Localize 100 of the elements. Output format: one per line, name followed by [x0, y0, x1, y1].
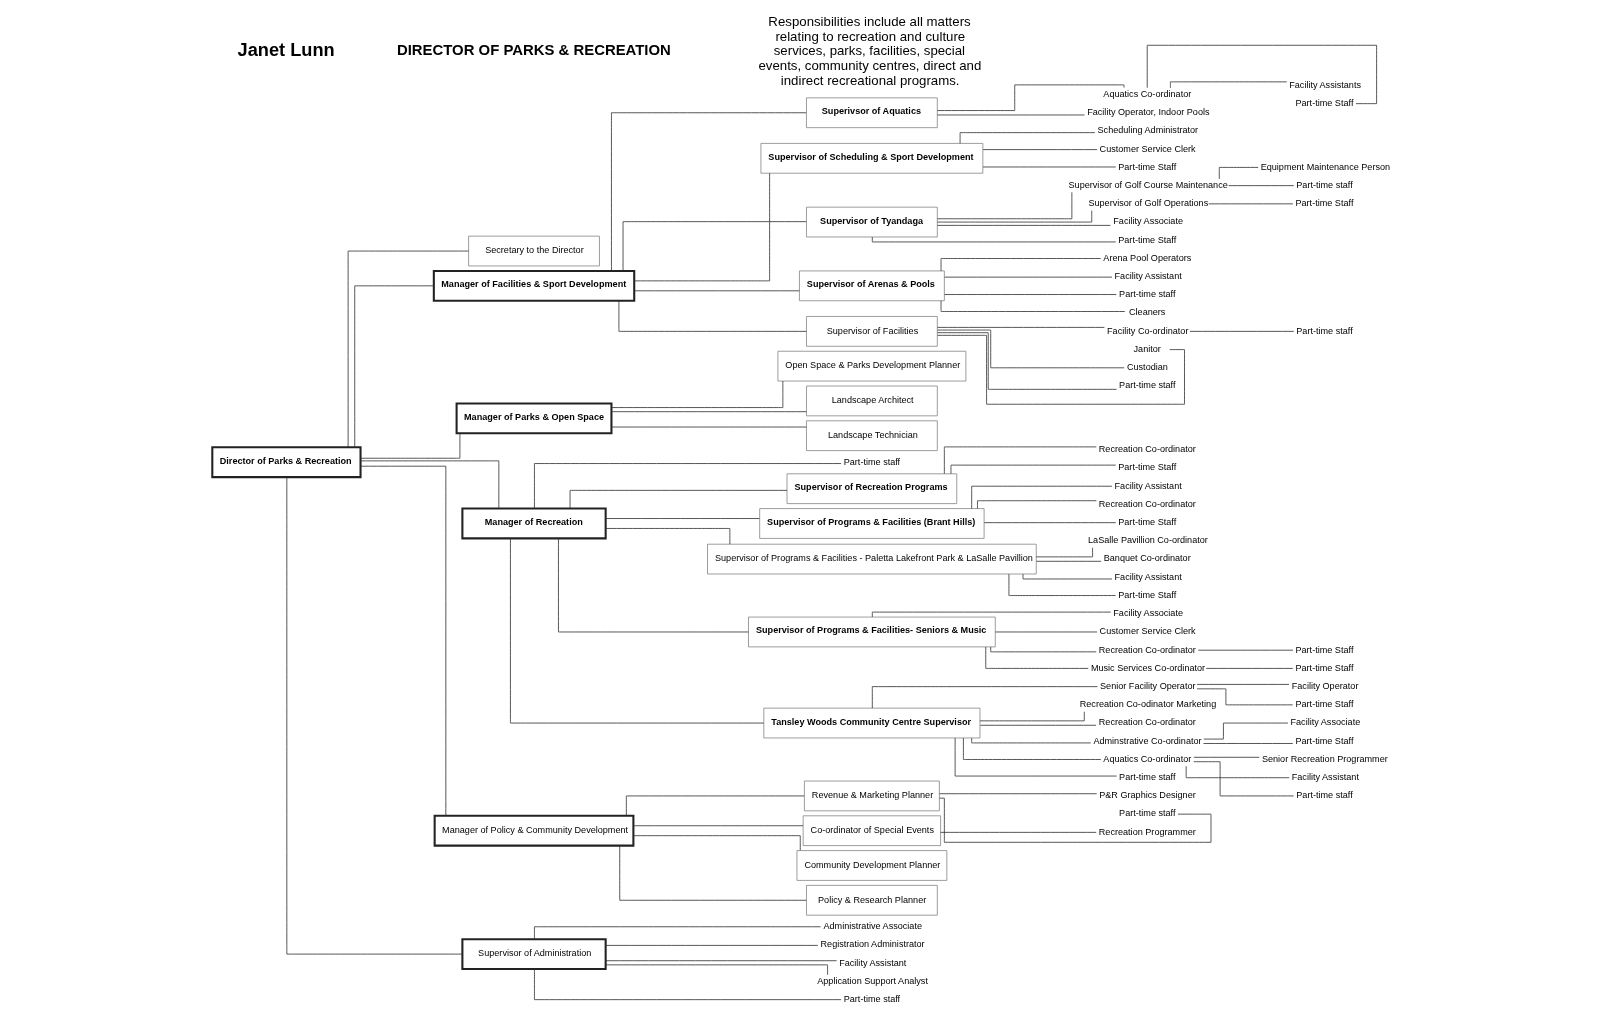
node-box: Revenue & Marketing Planner — [803, 780, 940, 812]
node-box: Supervisor of Facilities — [805, 316, 938, 347]
node-text: Senior Facility Operator — [1099, 680, 1196, 691]
connector — [353, 285, 434, 448]
connector — [871, 236, 1116, 243]
node-box: Manager of Policy & Community Development — [433, 814, 634, 847]
node-text: Part-time Staff — [1117, 516, 1176, 527]
connector — [632, 835, 801, 851]
connector — [1205, 668, 1293, 669]
node-box: Landscape Technician — [805, 420, 938, 452]
connector — [939, 831, 1097, 833]
node-text: Part-time Staff — [1117, 589, 1176, 600]
node-text: Customer Service Clerk — [1099, 626, 1196, 637]
node-text: Facility Associate — [1112, 608, 1183, 619]
connector — [950, 464, 1116, 475]
node-text: Part-time staff — [1295, 790, 1353, 801]
label: Janet Lunn — [237, 40, 335, 61]
node-text: Part-time staff — [1118, 808, 1176, 819]
node-text: Part-time staff — [1118, 772, 1176, 783]
node-text: Recreation Co-ordinator — [1098, 498, 1196, 509]
connector — [936, 224, 1111, 226]
connector — [604, 518, 760, 519]
connector — [359, 460, 499, 509]
connector — [604, 945, 818, 946]
connector — [936, 329, 1125, 369]
connector — [622, 221, 807, 272]
connector — [938, 797, 1211, 843]
connector — [625, 795, 805, 817]
node-box: Policy & Research Planner — [805, 884, 938, 916]
node-text: Recreation Co-ordinator — [1098, 444, 1196, 455]
connector — [1196, 688, 1293, 706]
node-text: Part-time staff — [1295, 325, 1353, 336]
connector — [610, 112, 807, 272]
connector — [983, 522, 1116, 524]
node-box: Manager of Facilities & Sport Development — [432, 269, 635, 302]
node-text: Facility Assistants — [1288, 79, 1361, 90]
node-text: Recreation Co-ordinator — [1098, 717, 1196, 728]
label: DIRECTOR OF PARKS & RECREATION — [396, 42, 671, 59]
connector — [359, 433, 460, 459]
connector — [610, 380, 783, 408]
connector — [970, 485, 1112, 509]
node-text: Facility Assistant — [838, 957, 906, 968]
node-text: Application Support Analyst — [816, 975, 928, 986]
connector — [936, 327, 1105, 328]
connector — [569, 489, 787, 509]
connector — [1035, 547, 1093, 558]
node-text: Facility Assistant — [1114, 271, 1182, 282]
node-box: Supervisor of Scheduling & Sport Development — [760, 143, 983, 174]
node-text: Part-time Staff — [1294, 644, 1353, 655]
node-box: Secretary to the Director — [467, 235, 600, 267]
connector — [936, 332, 1117, 390]
connector — [509, 538, 764, 724]
connector — [936, 84, 1124, 111]
connector — [604, 960, 837, 962]
node-text: Part-time Staff — [1117, 234, 1176, 245]
connector — [1192, 761, 1294, 797]
connector — [1146, 44, 1377, 105]
node-text: Part-time Staff — [1294, 699, 1353, 710]
connector — [954, 737, 1117, 777]
node-box: Supervisor of Programs & Facilities- Seniors & Music — [747, 616, 996, 648]
node-text: Administrative Associate — [822, 921, 922, 932]
node-text: Arena Pool Operators — [1102, 252, 1191, 263]
node-text: Janitor — [1133, 343, 1161, 354]
connector — [943, 446, 1097, 475]
node-box: Supervisor of Programs & Facilities - Paletta Lakefront Park & LaSalle Pavillion — [706, 543, 1037, 575]
node-text: Part-time staff — [1295, 179, 1353, 190]
node-text: Part-time Staff — [1294, 198, 1353, 209]
node-text: Aquatics Co-ordinator — [1102, 753, 1191, 764]
node-text: Facility Operator, Indoor Pools — [1086, 107, 1210, 118]
connector — [347, 250, 469, 448]
node-box: Supervisor of Programs & Facilities (Brant Hills) — [758, 508, 984, 539]
connector — [533, 926, 821, 940]
node-text: Custodian — [1126, 362, 1168, 373]
node-box: Tansley Woods Community Centre Supervisor — [762, 707, 980, 739]
connector — [359, 465, 446, 817]
connector — [979, 724, 1096, 726]
node-text: Senior Recreation Programmer — [1261, 753, 1388, 764]
connector — [1202, 722, 1288, 740]
connector — [871, 611, 1111, 618]
node-text: Recreation Programmer — [1098, 826, 1196, 837]
node-text: Part-time Staff — [1294, 662, 1353, 673]
connector — [936, 191, 1072, 220]
connector — [533, 968, 841, 1001]
connector — [1189, 330, 1294, 332]
connector — [936, 210, 1092, 223]
node-text: Part-time staff — [843, 993, 900, 1004]
connector — [940, 300, 1125, 312]
connector — [1196, 684, 1289, 685]
connector — [976, 500, 1097, 509]
node-text: Facility Assistant — [1114, 571, 1182, 582]
connector — [962, 737, 1101, 760]
node-box: Superivsor of Aquatics — [805, 97, 938, 129]
connector — [632, 825, 803, 827]
node-text: Registration Administrator — [820, 939, 925, 950]
connector — [1022, 573, 1112, 580]
node-text: Part-time Staff — [1294, 97, 1353, 108]
connector — [1008, 573, 1116, 596]
connector — [633, 172, 770, 282]
node-box: Manager of Parks & Open Space — [455, 402, 612, 435]
connector — [604, 964, 828, 976]
